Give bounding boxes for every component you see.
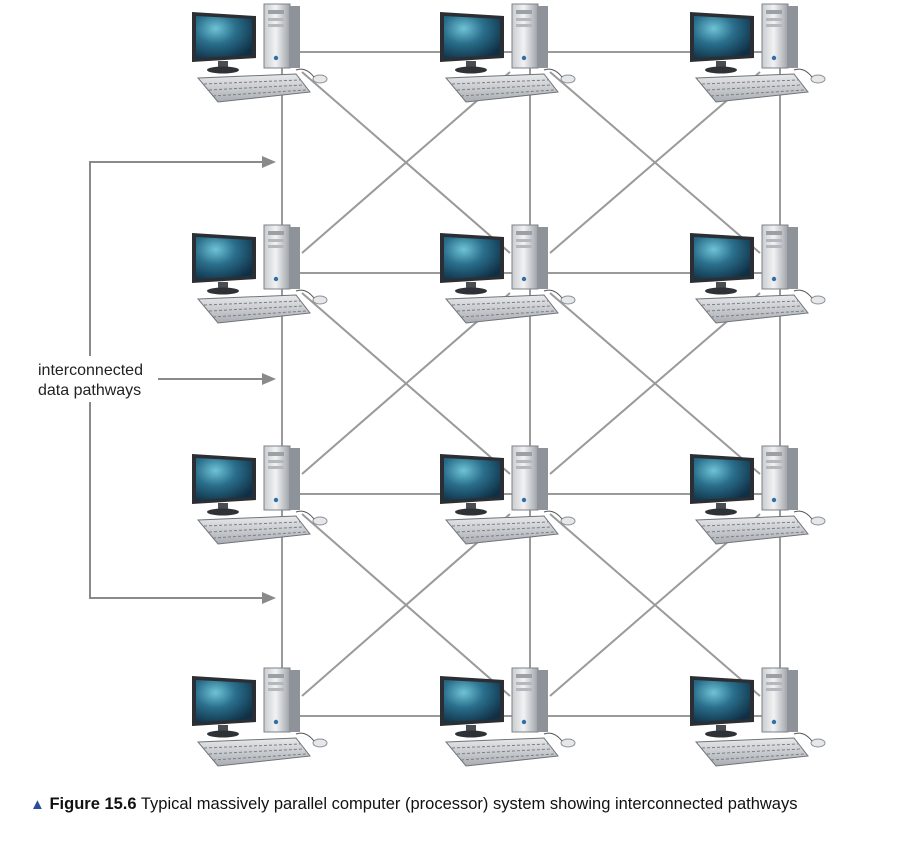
- processor-nodes: [191, 3, 826, 767]
- arrow-head-bottom: [262, 592, 276, 604]
- link-diagonal: [549, 292, 761, 475]
- parallel-system-diagram: [89, 3, 826, 767]
- arrow-line-top: [89, 161, 262, 356]
- pathways-label: interconnected data pathways: [38, 361, 143, 401]
- pathway-arrows: [89, 156, 276, 604]
- link-diagonal: [301, 71, 511, 254]
- arrow-line-bottom: [89, 402, 262, 599]
- arrow-head-top: [262, 156, 276, 168]
- arrow-head-middle: [262, 373, 276, 385]
- figure-number: Figure 15.6: [49, 795, 137, 813]
- pathways-label-line2: data pathways: [38, 382, 142, 399]
- pathways-label-line1: interconnected: [38, 362, 143, 379]
- caption-text: Typical massively parallel computer (pro…: [140, 795, 798, 813]
- link-diagonal: [549, 71, 761, 254]
- link-diagonal: [549, 513, 761, 697]
- figure-caption: ▲ Figure 15.6 Typical massively parallel…: [30, 792, 890, 817]
- caption-marker-icon: ▲: [30, 796, 45, 813]
- interconnect-links: [281, 51, 781, 717]
- link-diagonal: [301, 292, 511, 475]
- link-diagonal: [301, 513, 511, 697]
